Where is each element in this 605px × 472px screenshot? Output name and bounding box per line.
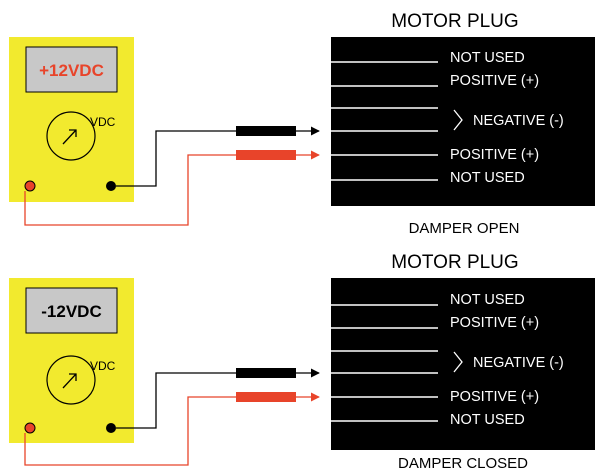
multimeter: +12VDC VDC (9, 37, 134, 202)
pin-label: POSITIVE (+) (450, 73, 539, 89)
meter-display (25, 287, 118, 334)
pin-label: POSITIVE (+) (450, 389, 539, 405)
plug-title: MOTOR PLUG (391, 11, 518, 32)
plug-body (331, 37, 595, 206)
voltmeter-needle-icon (46, 111, 96, 161)
voltmeter-needle-icon (46, 355, 96, 405)
black-terminal (106, 423, 116, 433)
black-terminal (106, 181, 116, 191)
panel-caption: DAMPER OPEN (409, 220, 520, 237)
chevron-right-icon (453, 351, 463, 373)
chevron-right-icon (453, 109, 463, 131)
motor-plug: NOT USED POSITIVE (+) NEGATIVE (-) POSIT… (331, 278, 595, 450)
panel-damper-open: +12VDC VDC MOTOR PLUG NOT USE (9, 11, 595, 237)
meter-readout: +12VDC (39, 61, 104, 80)
red-terminal (24, 422, 36, 434)
pin-label: POSITIVE (+) (450, 315, 539, 331)
black-probe (236, 126, 296, 136)
panel-damper-closed: -12VDC VDC MOTOR PLUG NOT USED PO (9, 252, 595, 472)
red-probe (236, 150, 296, 160)
panel-caption: DAMPER CLOSED (398, 455, 528, 472)
pin-label: POSITIVE (+) (450, 147, 539, 163)
multimeter: -12VDC VDC (9, 278, 134, 443)
red-probe (236, 392, 296, 402)
dial-label: VDC (90, 359, 116, 373)
pin-label: NEGATIVE (-) (473, 113, 564, 129)
pin-label: NOT USED (450, 170, 525, 186)
red-lead (24, 396, 237, 466)
pin-label: NOT USED (450, 50, 525, 66)
red-lead (24, 154, 237, 226)
pin-label: NOT USED (450, 292, 525, 308)
red-terminal (24, 180, 36, 192)
plug-title: MOTOR PLUG (391, 252, 518, 273)
meter-readout: -12VDC (41, 302, 101, 321)
black-lead (116, 372, 237, 429)
meter-display (25, 46, 118, 93)
black-lead (116, 130, 237, 187)
dial-label: VDC (90, 115, 116, 129)
black-probe (236, 368, 296, 378)
pin-label: NOT USED (450, 412, 525, 428)
motor-plug: NOT USED POSITIVE (+) NEGATIVE (-) POSIT… (331, 37, 595, 206)
pin-label: NEGATIVE (-) (473, 355, 564, 371)
